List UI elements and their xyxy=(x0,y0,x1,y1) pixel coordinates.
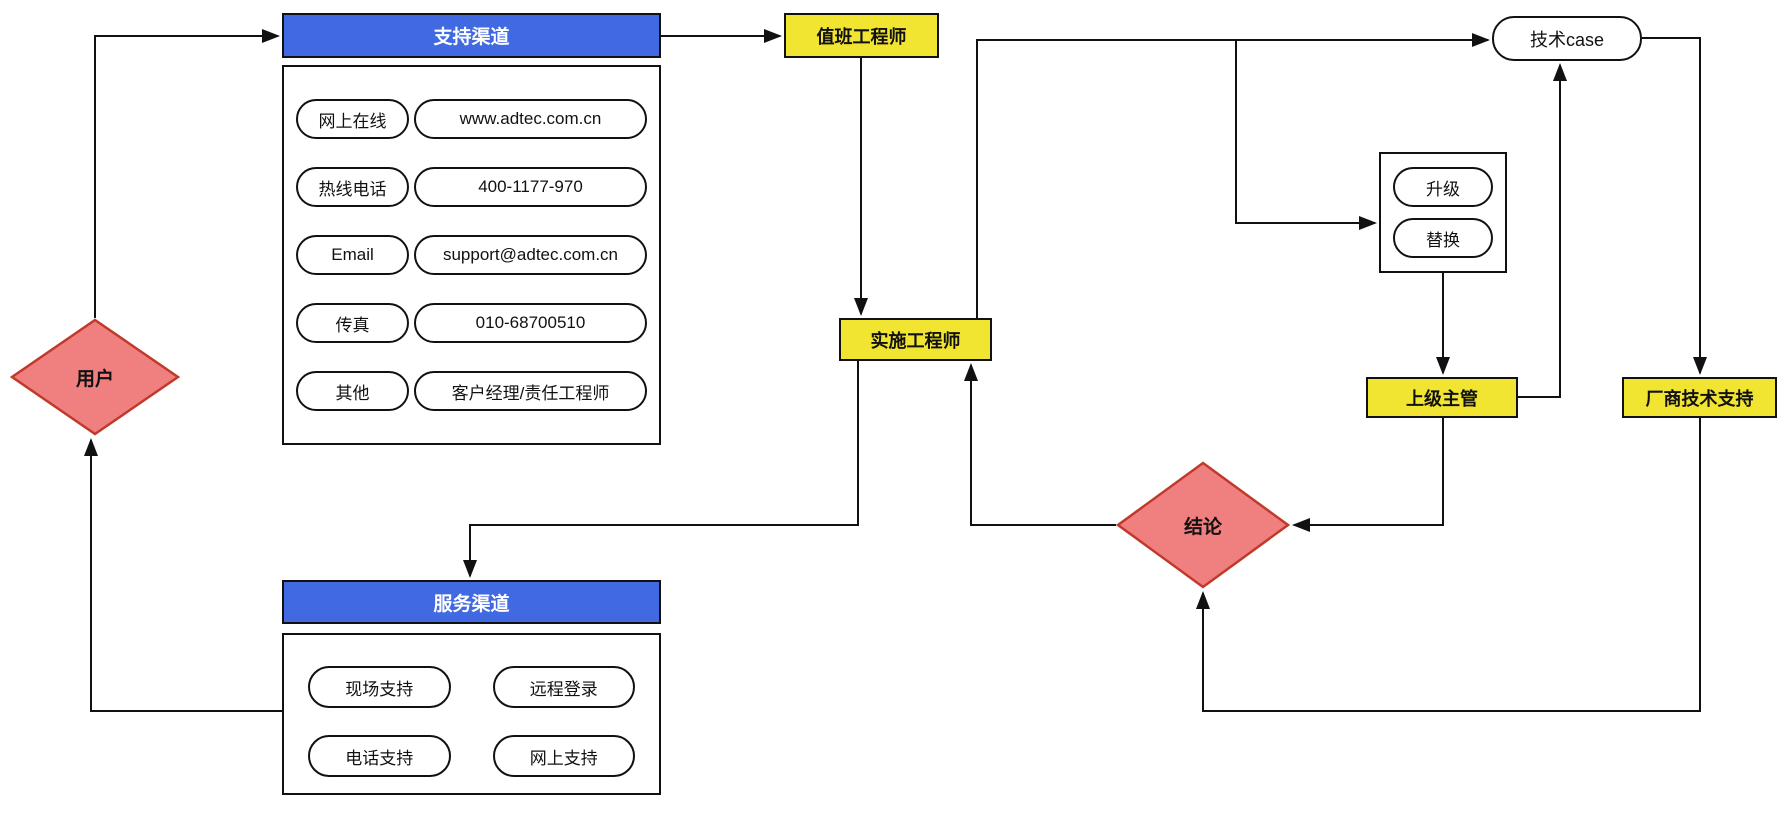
conclusion-diamond-shape xyxy=(1116,461,1290,589)
support-value-account-manager: 客户经理/责任工程师 xyxy=(414,371,647,411)
support-row-email: Email support@adtec.com.cn xyxy=(296,235,647,275)
escalation-upgrade-pill: 升级 xyxy=(1393,167,1493,207)
support-value-hotline-number: 400-1177-970 xyxy=(414,167,647,207)
support-key-online: 网上在线 xyxy=(296,99,409,139)
node-tech-case: 技术case xyxy=(1492,16,1642,61)
user-label: 用户 xyxy=(75,368,114,390)
support-key-hotline: 热线电话 xyxy=(296,167,409,207)
support-key-fax: 传真 xyxy=(296,303,409,343)
service-online-pill: 网上支持 xyxy=(492,735,635,777)
node-user: 用户 xyxy=(10,318,180,436)
service-remote-login-pill: 远程登录 xyxy=(492,666,635,708)
connector-user-to-support-channel xyxy=(94,29,280,318)
service-channel-container: 现场支持 远程登录 电话支持 网上支持 xyxy=(282,633,661,795)
support-row-other: 其他 客户经理/责任工程师 xyxy=(296,371,647,411)
support-key-other: 其他 xyxy=(296,371,409,411)
support-row-fax: 传真 010-68700510 xyxy=(296,303,647,343)
connector-conclusion-to-implementation-engineer xyxy=(964,363,1116,526)
node-conclusion: 结论 xyxy=(1116,461,1290,589)
connector-supervisor-to-tech-case xyxy=(1518,63,1567,398)
connector-tech-case-to-vendor-support xyxy=(1642,37,1707,375)
support-row-online: 网上在线 www.adtec.com.cn xyxy=(296,99,647,139)
service-phone-pill: 电话支持 xyxy=(308,735,451,777)
node-service-channel-header: 服务渠道 xyxy=(282,580,661,624)
support-row-hotline: 热线电话 400-1177-970 xyxy=(296,167,647,207)
connector-branch-to-escalation xyxy=(1235,40,1377,230)
node-support-channel-header: 支持渠道 xyxy=(282,13,661,58)
support-channel-container: 网上在线 www.adtec.com.cn 热线电话 400-1177-970 … xyxy=(282,65,661,445)
support-value-website: www.adtec.com.cn xyxy=(414,99,647,139)
connector-supervisor-to-conclusion xyxy=(1292,418,1444,532)
support-value-fax-number: 010-68700510 xyxy=(414,303,647,343)
support-channel-list: 网上在线 www.adtec.com.cn 热线电话 400-1177-970 … xyxy=(284,67,659,443)
node-vendor-support: 厂商技术支持 xyxy=(1622,377,1777,418)
conclusion-label: 结论 xyxy=(1183,516,1222,538)
service-channel-grid: 现场支持 远程登录 电话支持 网上支持 xyxy=(284,635,659,808)
node-implementation-engineer: 实施工程师 xyxy=(839,318,992,361)
escalation-replace-pill: 替换 xyxy=(1393,218,1493,258)
user-diamond-shape xyxy=(10,318,180,436)
support-value-email-address: support@adtec.com.cn xyxy=(414,235,647,275)
escalation-container: 升级 替换 xyxy=(1379,152,1507,273)
node-supervisor: 上级主管 xyxy=(1366,377,1518,418)
support-key-email: Email xyxy=(296,235,409,275)
connector-service-channel-to-user xyxy=(84,438,282,712)
escalation-list: 升级 替换 xyxy=(1381,154,1505,271)
node-duty-engineer: 值班工程师 xyxy=(784,13,939,58)
service-onsite-pill: 现场支持 xyxy=(308,666,451,708)
